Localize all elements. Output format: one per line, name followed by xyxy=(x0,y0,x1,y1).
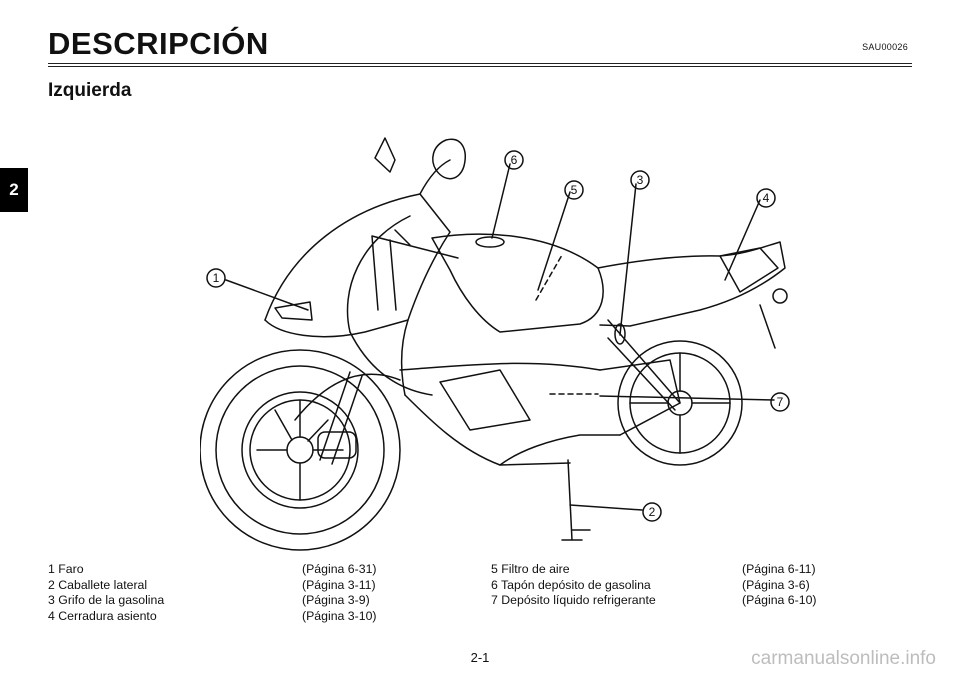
frame-swingarm xyxy=(439,319,681,466)
legend-item: 4 Cerradura asiento (Página 3-10) xyxy=(48,609,377,625)
chapter-tab: 2 xyxy=(0,168,28,212)
leader-line-2 xyxy=(569,504,643,511)
page-title: DESCRIPCIÓN xyxy=(48,26,269,61)
leader-line-1 xyxy=(225,279,309,311)
legend-right: 5 Filtro de aire (Página 6-11) 6 Tapón d… xyxy=(491,562,817,609)
page-number: 2-1 xyxy=(470,650,490,665)
legend-item-page: (Página 6-31) xyxy=(302,562,377,576)
legend-item-page: (Página 6-10) xyxy=(742,593,817,607)
fuel-tank xyxy=(431,233,604,333)
legend-item: 7 Depósito líquido refrigerante (Página … xyxy=(491,593,817,609)
callout-2: 2 xyxy=(649,505,656,519)
leader-line-4 xyxy=(724,199,761,281)
callout-1: 1 xyxy=(213,271,220,285)
callout-4: 4 xyxy=(763,191,770,205)
legend-item-page: (Página 3-6) xyxy=(742,577,810,592)
callout-5: 5 xyxy=(571,183,578,197)
legend-item-page: (Página 6-11) xyxy=(742,562,816,576)
legend-item-page: (Página 3-9) xyxy=(302,593,370,607)
watermark: carmanualsonline.info xyxy=(751,648,936,669)
legend-item: 2 Caballete lateral (Página 3-11) xyxy=(48,578,377,594)
windscreen-mirrors xyxy=(374,137,466,195)
side-stand xyxy=(561,459,591,541)
headlight-shape xyxy=(274,301,313,321)
legend-item-name: 6 Tapón depósito de gasolina xyxy=(491,577,651,592)
leader-line-6 xyxy=(491,163,511,239)
rear-wheel xyxy=(617,340,743,466)
legend-item: 3 Grifo de la gasolina (Página 3-9) xyxy=(48,593,377,609)
leader-line-7 xyxy=(599,395,775,401)
callout-7: 7 xyxy=(777,395,784,409)
chapter-tab-number: 2 xyxy=(9,180,19,199)
document-code: SAU00026 xyxy=(862,42,908,52)
front-wheel xyxy=(200,349,401,551)
legend-item-name: 3 Grifo de la gasolina xyxy=(48,593,165,607)
legend-item-name: 1 Faro xyxy=(48,562,84,576)
legend-item-name: 2 Caballete lateral xyxy=(48,577,148,592)
leader-line-5 xyxy=(537,191,571,291)
handlebar xyxy=(371,229,459,311)
motorcycle-illustration: 1 2 3 4 5 6 7 xyxy=(200,137,790,551)
header-rule xyxy=(48,63,912,67)
legend-left: 1 Faro (Página 6-31) 2 Caballete lateral… xyxy=(48,562,377,624)
callout-6: 6 xyxy=(511,153,518,167)
legend-item-name: 4 Cerradura asiento xyxy=(48,608,157,623)
legend-item: 6 Tapón depósito de gasolina (Página 3-6… xyxy=(491,578,817,594)
section-heading: Izquierda xyxy=(48,80,132,101)
leader-line-3 xyxy=(619,183,637,336)
legend-item-page: (Página 3-11) xyxy=(302,577,376,592)
seat-tail xyxy=(597,241,788,349)
front-fairing xyxy=(264,193,601,466)
callout-3: 3 xyxy=(637,173,644,187)
legend-item-page: (Página 3-10) xyxy=(302,608,377,623)
legend-item: 5 Filtro de aire (Página 6-11) xyxy=(491,562,817,578)
legend-item-name: 5 Filtro de aire xyxy=(491,562,570,576)
legend-item: 1 Faro (Página 6-31) xyxy=(48,562,377,578)
front-fork xyxy=(294,371,401,465)
legend-item-name: 7 Depósito líquido refrigerante xyxy=(491,593,656,607)
